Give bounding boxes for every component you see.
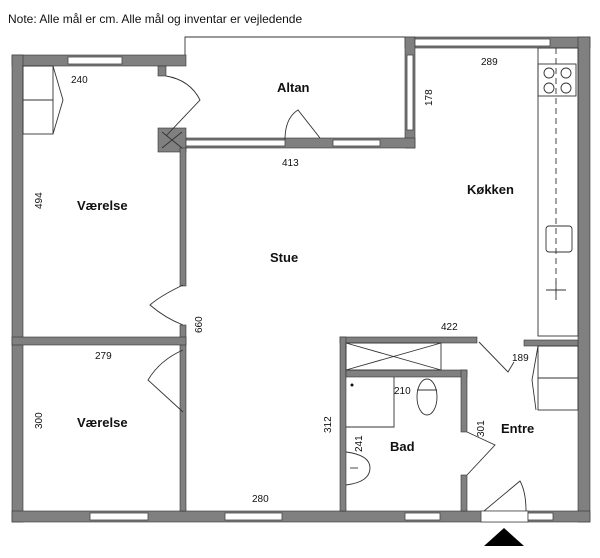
room-label-vaerelse-2: Værelse bbox=[77, 415, 128, 430]
dimension-label: 189 bbox=[512, 353, 529, 364]
dimension-label: 280 bbox=[252, 494, 269, 505]
windows bbox=[67, 38, 554, 523]
dimension-label: 301 bbox=[476, 420, 487, 437]
dimension-label: 660 bbox=[194, 316, 205, 333]
dimension-label: 300 bbox=[34, 412, 45, 429]
dimension-label: 210 bbox=[394, 386, 411, 397]
outer-walls bbox=[11, 36, 591, 523]
dimension-label: 178 bbox=[424, 89, 435, 106]
plan-note: Note: Alle mål er cm. Alle mål og invent… bbox=[8, 12, 303, 26]
room-label-vaerelse-1: Værelse bbox=[77, 198, 128, 213]
dimension-label: 240 bbox=[71, 75, 88, 86]
dimension-label: 413 bbox=[282, 158, 299, 169]
room-label-stue: Stue bbox=[270, 250, 298, 265]
dimension-label: 312 bbox=[323, 416, 334, 433]
room-label-altan: Altan bbox=[277, 80, 310, 95]
room-label-kokken: Køkken bbox=[467, 182, 514, 197]
altan-outline bbox=[184, 36, 405, 66]
doors bbox=[147, 75, 527, 512]
dimension-label: 422 bbox=[441, 322, 458, 333]
room-label-entre: Entre bbox=[501, 421, 534, 436]
dimension-label: 241 bbox=[354, 435, 365, 452]
dimension-label: 289 bbox=[481, 57, 498, 68]
fixtures bbox=[22, 47, 579, 486]
room-label-bad: Bad bbox=[390, 439, 415, 454]
dimension-label: 494 bbox=[34, 192, 45, 209]
entrance-arrow-icon bbox=[484, 528, 524, 546]
dimension-label: 279 bbox=[95, 351, 112, 362]
